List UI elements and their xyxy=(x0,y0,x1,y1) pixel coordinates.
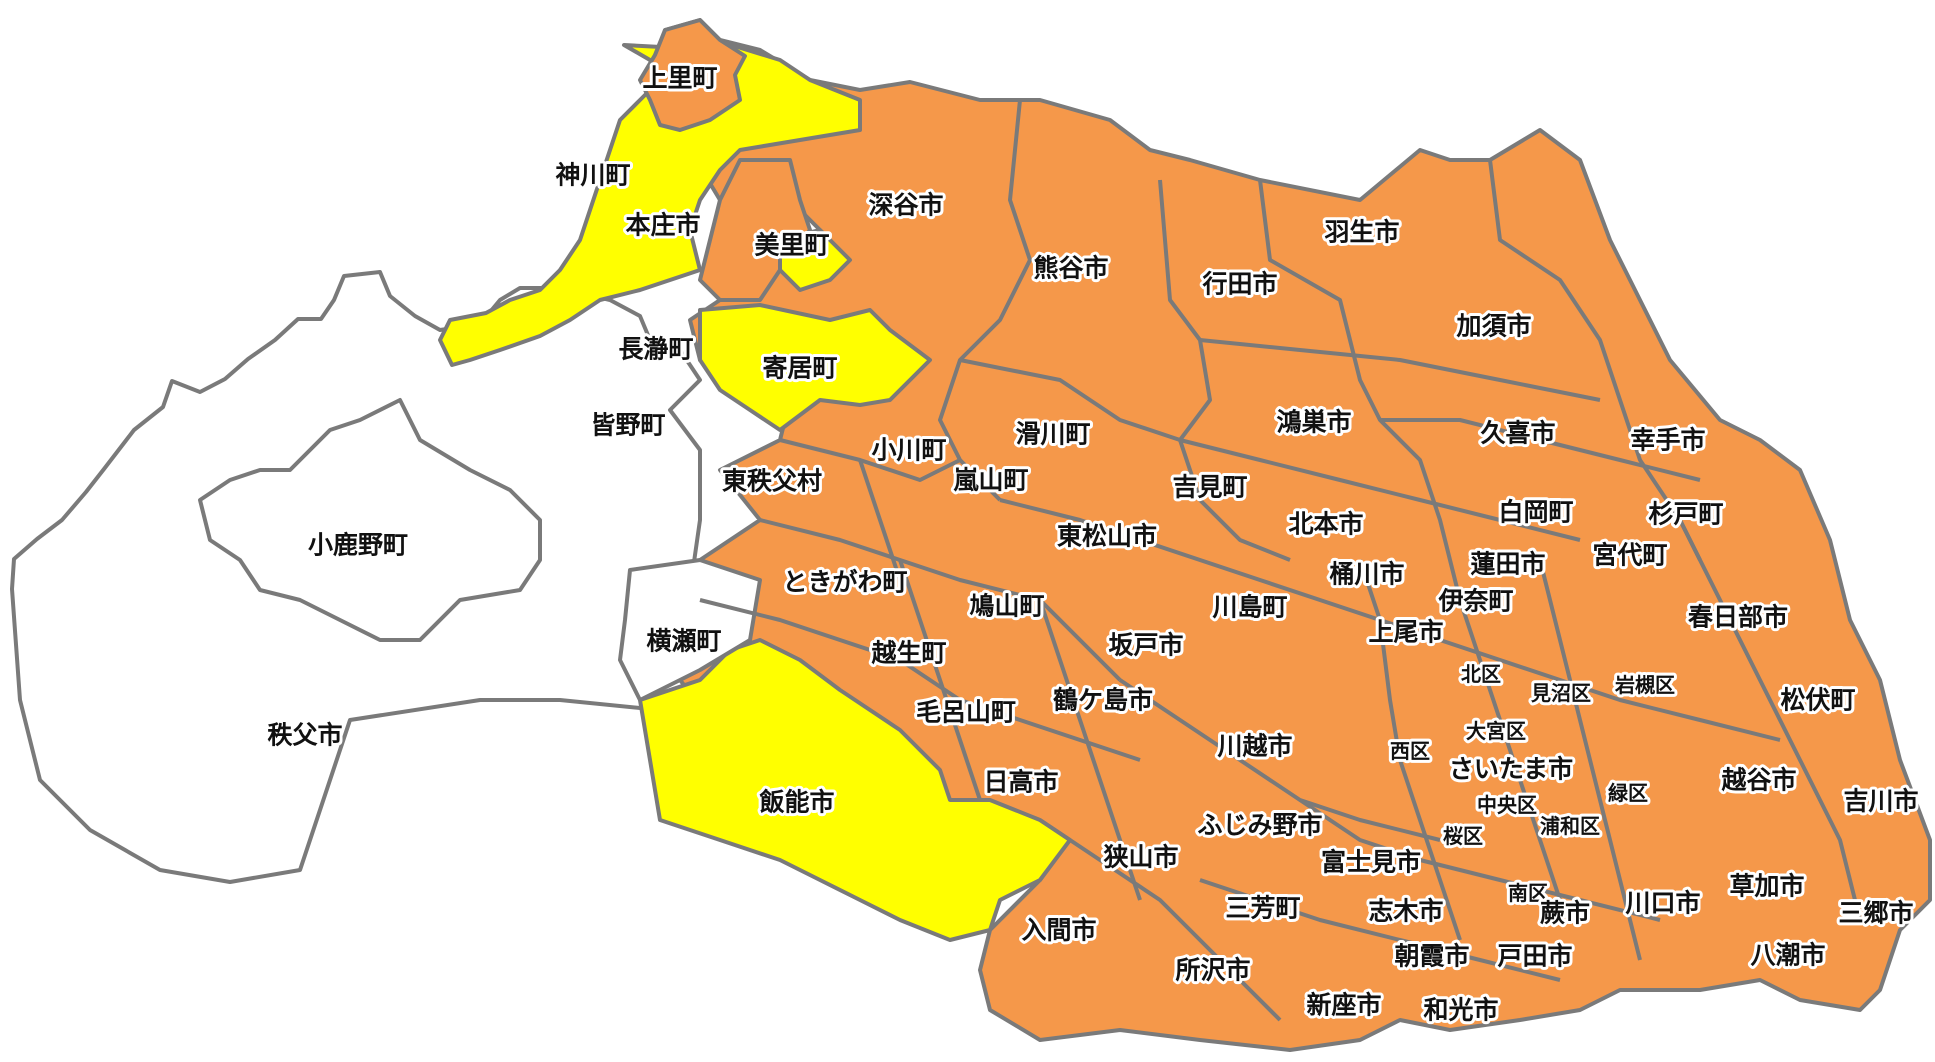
label-kawagoe: 川越市 xyxy=(1217,732,1292,761)
label-yashio: 八潮市 xyxy=(1750,941,1825,970)
label-satte: 幸手市 xyxy=(1630,426,1705,455)
municipal-borders xyxy=(699,99,1862,1022)
label-fujimino: ふじみ野市 xyxy=(1197,811,1322,840)
label-sakado: 坂戸市 xyxy=(1108,631,1183,660)
label-koshigaya: 越谷市 xyxy=(1721,766,1796,795)
label-kamikawa: 神川町 xyxy=(555,161,630,190)
region-ogano[interactable] xyxy=(198,398,542,642)
label-niiza: 新座市 xyxy=(1306,991,1381,1020)
label-miyoshi: 三芳町 xyxy=(1225,894,1300,923)
label-soka: 草加市 xyxy=(1729,872,1804,901)
label-konosu: 鴻巣市 xyxy=(1276,408,1351,437)
label-ogose: 越生町 xyxy=(871,639,946,668)
label-iwatsuki-ku: 岩槻区 xyxy=(1614,673,1675,697)
label-kasukabe: 春日部市 xyxy=(1688,603,1788,632)
label-matsubushi: 松伏町 xyxy=(1780,686,1855,715)
label-fukaya: 深谷市 xyxy=(868,191,943,220)
label-okegawa: 桶川市 xyxy=(1329,560,1404,589)
label-hanyu: 羽生市 xyxy=(1324,218,1399,247)
label-fujimi: 富士見市 xyxy=(1321,848,1421,877)
label-higashimatsuyama: 東松山市 xyxy=(1057,522,1157,551)
label-sakura-ku: 桜区 xyxy=(1443,824,1483,848)
region-yokoze[interactable] xyxy=(618,558,762,702)
label-higashichichibu: 東秩父村 xyxy=(722,467,822,496)
label-urawa-ku: 浦和区 xyxy=(1540,814,1600,838)
label-minami-ku: 南区 xyxy=(1508,881,1548,905)
label-nishi-ku: 西区 xyxy=(1390,739,1430,763)
label-kawajima: 川島町 xyxy=(1212,593,1287,622)
label-ina: 伊奈町 xyxy=(1437,587,1513,616)
label-chichibu: 秩父市 xyxy=(267,721,342,750)
label-ogano: 小鹿野町 xyxy=(308,531,408,560)
label-minuma-ku: 見沼区 xyxy=(1531,681,1591,705)
label-kumagaya: 熊谷市 xyxy=(1033,254,1108,283)
label-wako: 和光市 xyxy=(1423,996,1498,1025)
label-yorii: 寄居町 xyxy=(762,354,837,383)
label-tokigawa: ときがわ町 xyxy=(782,568,907,597)
label-toda: 戸田市 xyxy=(1497,942,1572,971)
label-kita-ku: 北区 xyxy=(1461,662,1501,686)
label-asaka: 朝霞市 xyxy=(1394,942,1469,971)
label-shiki: 志木市 xyxy=(1368,897,1443,926)
region-kamikawa-honjo[interactable] xyxy=(438,38,862,367)
label-yokoze: 横瀬町 xyxy=(646,627,721,656)
region-hanno[interactable] xyxy=(638,638,1072,942)
label-hidaka: 日高市 xyxy=(983,768,1058,797)
label-moroyama: 毛呂山町 xyxy=(916,698,1016,727)
label-midori-ku: 緑区 xyxy=(1608,781,1648,805)
region-kamisato[interactable] xyxy=(638,18,747,132)
label-gyoda: 行田市 xyxy=(1201,270,1277,299)
label-shiraoka: 白岡町 xyxy=(1498,498,1573,527)
label-warabi: 蕨市 xyxy=(1540,899,1590,928)
label-sugito: 杉戸町 xyxy=(1648,500,1723,529)
label-kamisato: 上里町 xyxy=(642,64,717,93)
municipality-labels: 上里町 神川町 本庄市 美里町 深谷市 熊谷市 行田市 羽生市 加須市 長瀞町 … xyxy=(264,61,1921,1028)
label-miyashiro: 宮代町 xyxy=(1592,541,1667,570)
label-nagatoro: 長瀞町 xyxy=(618,335,693,364)
label-minano: 皆野町 xyxy=(590,411,665,440)
label-tokorozawa: 所沢市 xyxy=(1175,956,1250,985)
label-omiya-ku: 大宮区 xyxy=(1466,719,1526,743)
label-misato: 美里町 xyxy=(754,231,829,260)
label-ranzan: 嵐山町 xyxy=(953,466,1028,495)
label-ageo: 上尾市 xyxy=(1368,618,1443,647)
label-hasuda: 蓮田市 xyxy=(1470,550,1545,579)
label-hanno: 飯能市 xyxy=(758,788,834,817)
label-hatoyama: 鳩山町 xyxy=(969,592,1044,621)
label-kawaguchi: 川口市 xyxy=(1625,889,1700,918)
label-chuo-ku: 中央区 xyxy=(1477,793,1537,817)
label-saitama: さいたま市 xyxy=(1449,755,1573,784)
label-kitamoto: 北本市 xyxy=(1288,510,1363,539)
label-iruma: 入間市 xyxy=(1021,916,1096,945)
label-misato-city: 三郷市 xyxy=(1838,899,1913,928)
label-yoshikawa: 吉川市 xyxy=(1843,787,1918,816)
label-kuki: 久喜市 xyxy=(1480,419,1555,448)
region-yorii[interactable] xyxy=(698,303,932,432)
label-kazo: 加須市 xyxy=(1455,312,1531,341)
label-namegawa: 滑川町 xyxy=(1015,420,1090,449)
label-sayama: 狭山市 xyxy=(1102,843,1178,872)
region-fukaya-wedge[interactable] xyxy=(778,228,852,292)
label-yoshimi: 吉見町 xyxy=(1172,473,1247,502)
label-ogawa: 小川町 xyxy=(871,436,946,465)
label-tsurugashima: 鶴ケ島市 xyxy=(1053,686,1153,715)
label-honjo: 本庄市 xyxy=(625,211,700,240)
